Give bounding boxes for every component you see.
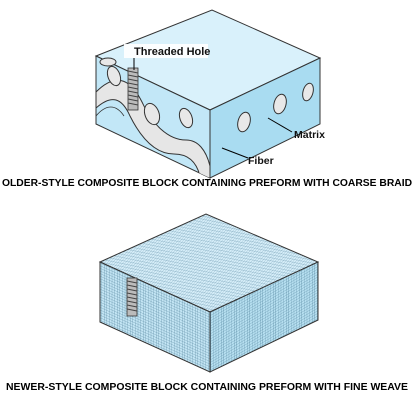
fiber-braid: [96, 79, 210, 178]
fiber-label: Fiber: [248, 155, 274, 167]
matrix-label: Matrix: [294, 129, 325, 141]
fiber-section: [106, 65, 122, 87]
older-composite-block: Threaded Hole Matrix Fiber: [94, 9, 325, 179]
threaded-hole: [127, 67, 139, 111]
threaded-hole-label: Threaded Hole: [134, 46, 210, 58]
newer-threaded-hole: [126, 277, 138, 317]
newer-caption: NEWER-STYLE COMPOSITE BLOCK CONTAINING P…: [6, 382, 408, 393]
fiber-leader: [221, 147, 249, 159]
fiber-section: [302, 82, 314, 102]
newer-composite-block: [98, 213, 320, 373]
fiber-section: [273, 93, 287, 115]
fiber-section: [99, 57, 117, 67]
fiber-section: [143, 102, 161, 126]
matrix-leader: [267, 117, 293, 133]
fiber-section: [178, 107, 194, 129]
older-caption: OLDER-STYLE COMPOSITE BLOCK CONTAINING P…: [2, 178, 412, 189]
fiber-section: [237, 111, 251, 133]
